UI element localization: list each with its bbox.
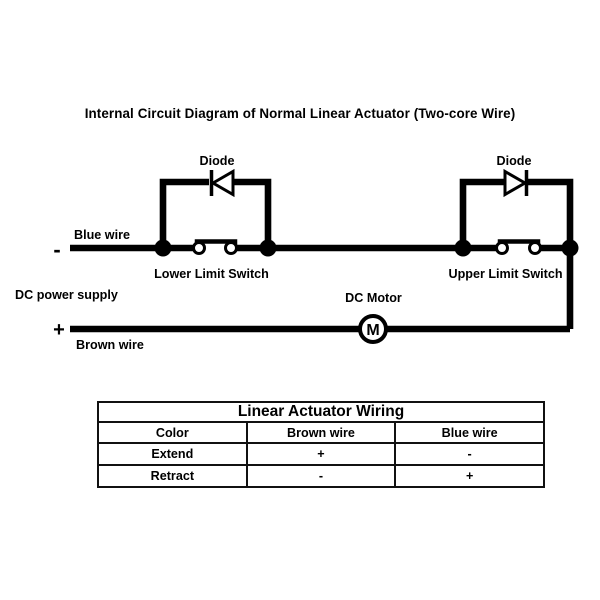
table-cell-retract-blue: + (394, 464, 545, 488)
left-diode-icon (209, 168, 235, 198)
table-cell-extend-label: Extend (97, 442, 248, 466)
left-loop-wire-right (232, 178, 272, 251)
dc-motor-label: DC Motor (345, 291, 402, 305)
dc-motor-symbol (358, 314, 388, 344)
upper-switch-terminal-left (495, 241, 509, 255)
negative-sign: - (53, 237, 60, 262)
lower-switch-terminal-left (192, 241, 206, 255)
table-cell-extend-brown: + (245, 442, 397, 466)
table-header-brown-wire: Brown wire (245, 421, 397, 444)
table-title: Linear Actuator Wiring (97, 401, 545, 423)
table-header-color: Color (97, 421, 248, 444)
right-diode-label: Diode (497, 154, 532, 168)
right-loop-wire-left (459, 178, 504, 251)
left-diode-label: Diode (200, 154, 235, 168)
brown-wire-label: Brown wire (76, 338, 144, 352)
junction-dot (259, 239, 277, 257)
upper-switch-terminal-right (528, 241, 542, 255)
positive-sign: + (53, 319, 65, 341)
table-cell-retract-label: Retract (97, 464, 248, 488)
junction-dot (154, 239, 172, 257)
left-loop-wire-left (159, 178, 209, 251)
right-diode-icon (503, 168, 529, 198)
blue-wire-label: Blue wire (74, 228, 130, 242)
dc-power-supply-label: DC power supply (15, 288, 118, 302)
junction-dot (454, 239, 472, 257)
table-row-extend: Extend + - (97, 442, 545, 466)
table-cell-extend-blue: - (394, 442, 545, 466)
table-row-retract: Retract - + (97, 464, 545, 488)
table-header-blue-wire: Blue wire (394, 421, 545, 444)
junction-dot (561, 239, 579, 257)
lower-limit-switch-label: Lower Limit Switch (154, 267, 269, 281)
circuit-diagram: M Diode Diode Blue wire - Lower Limit Sw… (15, 154, 579, 352)
page-title: Internal Circuit Diagram of Normal Linea… (84, 106, 516, 121)
upper-limit-switch-label: Upper Limit Switch (448, 267, 562, 281)
right-loop-wire-right (528, 178, 574, 251)
motor-letter: M (366, 322, 379, 339)
wiring-table: Linear Actuator Wiring Color Brown wire … (97, 401, 545, 488)
table-cell-retract-brown: - (245, 464, 397, 488)
lower-switch-terminal-right (224, 241, 238, 255)
